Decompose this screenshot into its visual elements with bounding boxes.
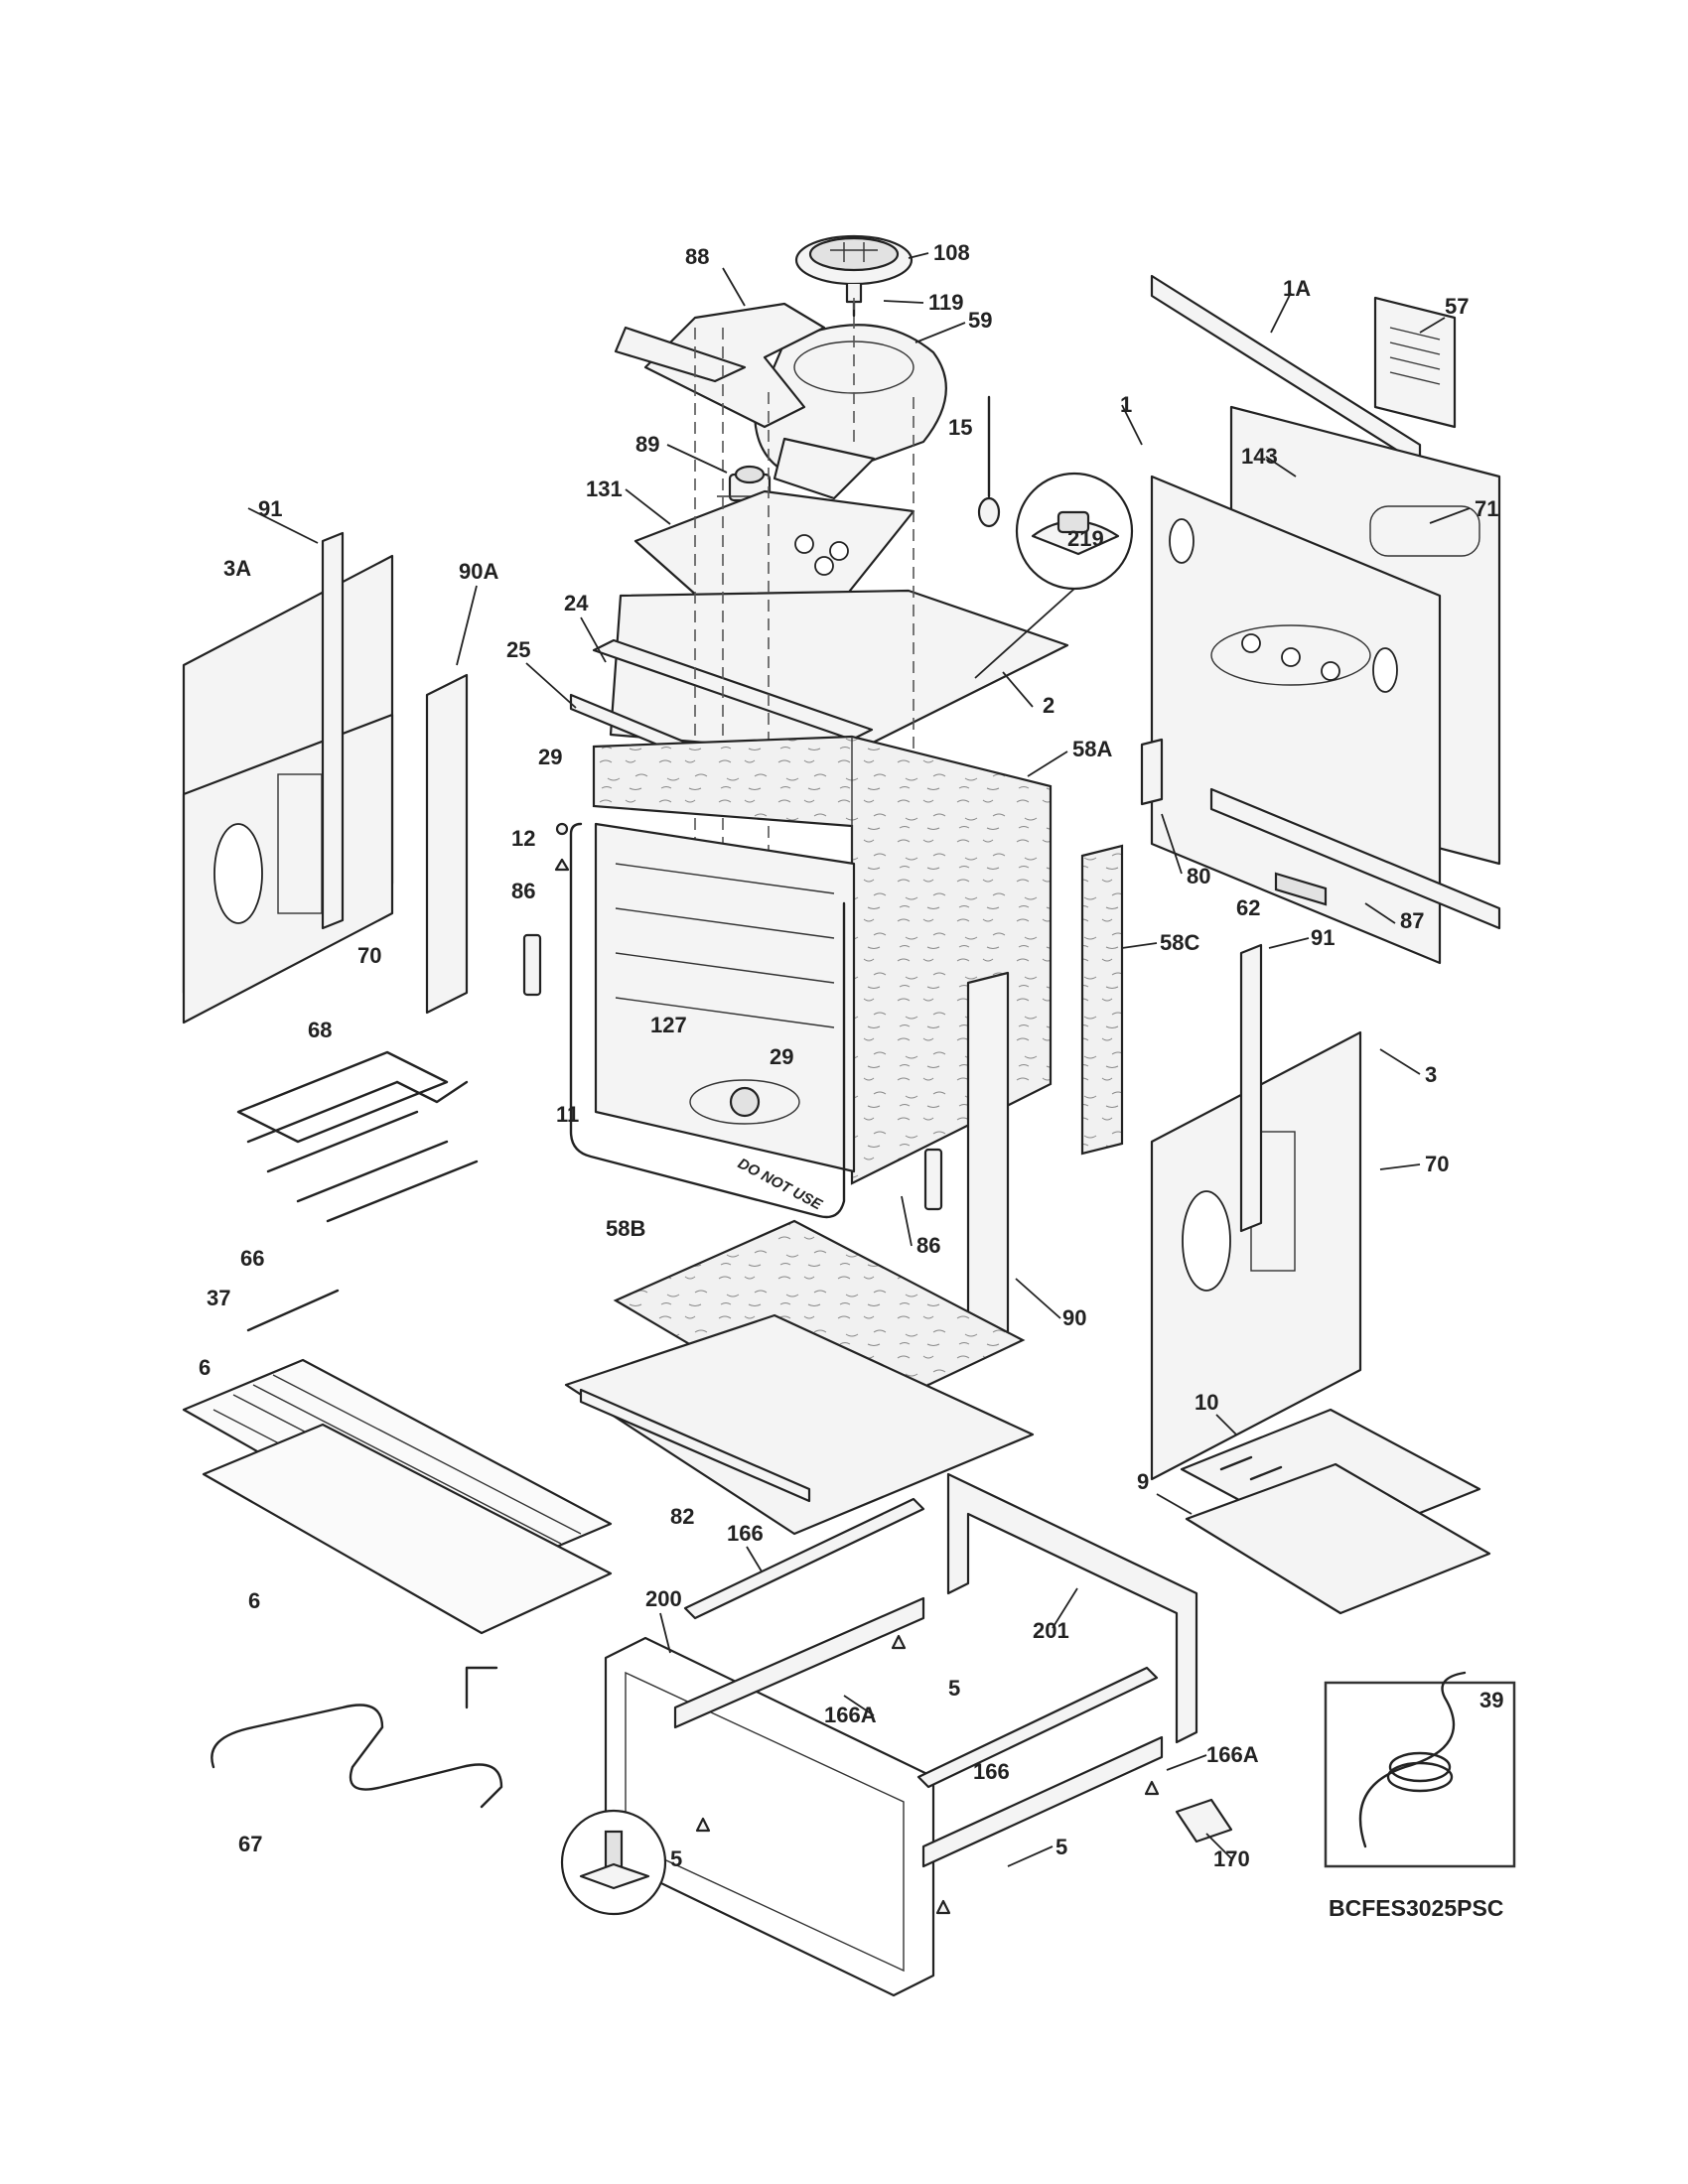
callout-89: 89 xyxy=(635,432,659,457)
callout-166-top: 166 xyxy=(727,1521,764,1546)
callout-127: 127 xyxy=(650,1013,687,1037)
callout-119: 119 xyxy=(928,290,964,315)
callout-37: 37 xyxy=(207,1286,230,1310)
callout-70-right: 70 xyxy=(1425,1152,1449,1176)
right-side-trim-strip xyxy=(1239,943,1263,1233)
callout-5-front: 5 xyxy=(1055,1835,1067,1859)
broiler-pan xyxy=(1185,1462,1491,1615)
right-side-panel-assembly xyxy=(1150,1030,1362,1481)
callout-143: 143 xyxy=(1241,444,1278,469)
callout-82: 82 xyxy=(670,1504,694,1529)
callout-86-left: 86 xyxy=(511,879,535,903)
callout-71: 71 xyxy=(1475,496,1498,521)
drawer-frame-front xyxy=(604,1636,935,1997)
screws xyxy=(554,822,570,872)
sensor-probe xyxy=(246,1289,340,1332)
left-side-trim-strip xyxy=(321,531,345,930)
rear-vent-cover xyxy=(1373,296,1457,429)
callout-91-left: 91 xyxy=(258,496,282,521)
callout-1: 1 xyxy=(1120,392,1132,417)
callout-86-right: 86 xyxy=(916,1233,940,1258)
callout-67: 67 xyxy=(238,1832,262,1856)
left-front-frame-strip xyxy=(425,673,469,1015)
bottom-rear-rail xyxy=(1209,787,1501,930)
callout-6-upper: 6 xyxy=(199,1355,211,1380)
anti-tip-bracket xyxy=(1175,1798,1233,1843)
side-trim-strip-right xyxy=(966,971,1010,1352)
leveling-leg-inset xyxy=(560,1809,667,1916)
callout-166A-left: 166A xyxy=(824,1703,877,1727)
callout-3A: 3A xyxy=(223,556,251,581)
callout-131: 131 xyxy=(586,477,623,501)
oven-door-gasket xyxy=(569,822,846,1219)
callout-166A-right: 166A xyxy=(1206,1742,1259,1767)
model-code-label: BCFES3025PSC xyxy=(1329,1895,1503,1921)
callout-6-lower: 6 xyxy=(248,1588,260,1613)
door-hinge-receptacles xyxy=(522,933,943,1211)
callout-10: 10 xyxy=(1195,1390,1218,1415)
callout-66: 66 xyxy=(240,1246,264,1271)
callout-5-center: 5 xyxy=(948,1676,960,1701)
oven-liner-cavity xyxy=(594,822,856,1173)
callout-9: 9 xyxy=(1137,1469,1149,1494)
oven-temperature-sensor xyxy=(977,395,1001,528)
callout-201: 201 xyxy=(1033,1618,1069,1643)
callout-25: 25 xyxy=(506,637,530,662)
support-bracket xyxy=(1140,738,1164,806)
callout-166-bottom: 166 xyxy=(973,1759,1010,1784)
broil-element xyxy=(236,1050,479,1223)
callout-90A: 90A xyxy=(459,559,498,584)
callout-29-cavity: 29 xyxy=(770,1044,793,1069)
callout-59: 59 xyxy=(968,308,992,333)
callout-88: 88 xyxy=(685,244,709,269)
oven-rack-lower xyxy=(202,1423,613,1635)
bake-element xyxy=(211,1666,503,1809)
callout-90: 90 xyxy=(1062,1305,1086,1330)
callout-80: 80 xyxy=(1187,864,1210,888)
callout-3: 3 xyxy=(1425,1062,1437,1087)
callout-91-right: 91 xyxy=(1311,925,1335,950)
terminal-block xyxy=(1274,872,1328,906)
callout-5-inset: 5 xyxy=(670,1846,682,1871)
callout-68: 68 xyxy=(308,1018,332,1042)
callout-57: 57 xyxy=(1445,294,1469,319)
callout-39: 39 xyxy=(1479,1688,1503,1712)
callout-58B: 58B xyxy=(606,1216,645,1241)
callout-12: 12 xyxy=(511,826,535,851)
power-cord-inset xyxy=(1324,1671,1516,1868)
drawer-slide-rails xyxy=(673,1497,1164,1868)
vent-duct-baffle xyxy=(614,302,876,500)
callout-219: 219 xyxy=(1067,526,1104,551)
leveling-legs xyxy=(695,1634,1160,1915)
callout-58C: 58C xyxy=(1160,930,1199,955)
callout-170: 170 xyxy=(1213,1846,1250,1871)
callout-58A: 58A xyxy=(1072,737,1112,761)
callout-62: 62 xyxy=(1236,895,1260,920)
drawer-frame-rear xyxy=(946,1472,1198,1744)
callout-108: 108 xyxy=(933,240,970,265)
callout-70-left: 70 xyxy=(357,943,381,968)
callout-labels: 88 108 119 59 89 15 219 131 24 25 2 58A … xyxy=(199,240,1503,1871)
callout-15: 15 xyxy=(948,415,972,440)
callout-200: 200 xyxy=(645,1586,682,1611)
callout-29-top: 29 xyxy=(538,745,562,769)
callout-1A: 1A xyxy=(1283,276,1311,301)
callout-24: 24 xyxy=(564,591,589,615)
side-insulation-blanket xyxy=(1080,844,1124,1156)
rear-oven-panel xyxy=(1150,475,1442,965)
leader-lines xyxy=(247,252,1471,1867)
exploded-view-dashed-lines xyxy=(694,298,914,884)
callout-87: 87 xyxy=(1400,908,1424,933)
cavity-bottom-support xyxy=(564,1313,1035,1536)
callout-11: 11 xyxy=(556,1102,579,1127)
callout-2: 2 xyxy=(1043,693,1055,718)
